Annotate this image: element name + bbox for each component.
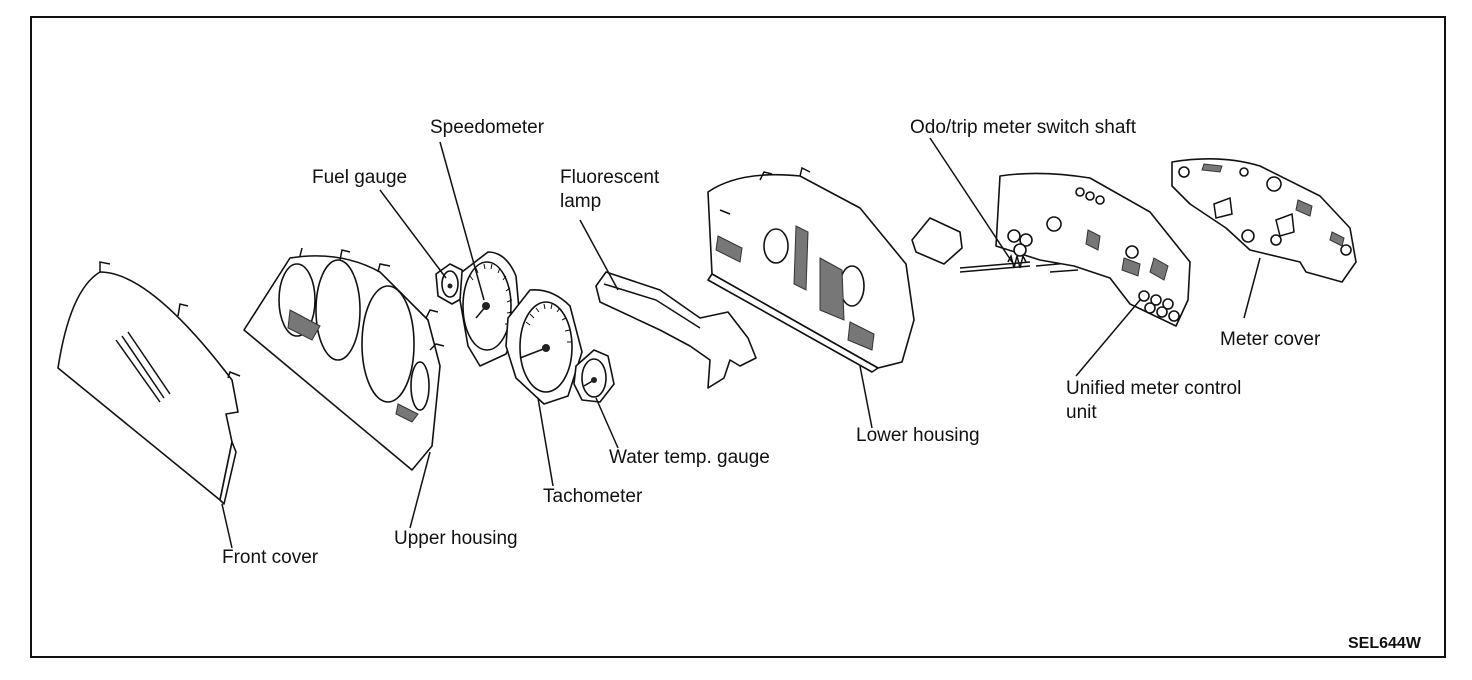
lower-housing-label: Lower housing [856, 425, 980, 446]
water-temp-gauge-label: Water temp. gauge [609, 447, 770, 468]
speedometer-label: Speedometer [430, 117, 545, 138]
upper-housing-label: Upper housing [394, 528, 518, 549]
meter-cover-part [1171, 158, 1357, 283]
front-cover-label: Front cover [222, 547, 319, 568]
upper-housing [243, 247, 445, 471]
water-temp-gauge-part [573, 349, 615, 403]
figure-code: SEL644W [1348, 635, 1421, 652]
tachometer-part [505, 289, 583, 405]
speedometer-part [459, 251, 521, 367]
unified-meter-control-unit-label: Unified meter control unit [1066, 378, 1242, 423]
tachometer-label: Tachometer [543, 486, 643, 507]
fuel-gauge-label: Fuel gauge [312, 167, 408, 188]
leader-lines [221, 137, 1261, 549]
odo-trip-meter-switch-shaft-label: Odo/trip meter switch shaft [910, 117, 1136, 138]
front-cover [57, 261, 241, 505]
lower-housing-part [707, 166, 915, 373]
unified-meter-control-unit-part [995, 172, 1191, 327]
fluorescent-lamp-label: Fluorescent lamp [560, 167, 660, 212]
meter-cover-label: Meter cover [1220, 329, 1321, 350]
fluorescent-lamp-part [595, 271, 757, 389]
